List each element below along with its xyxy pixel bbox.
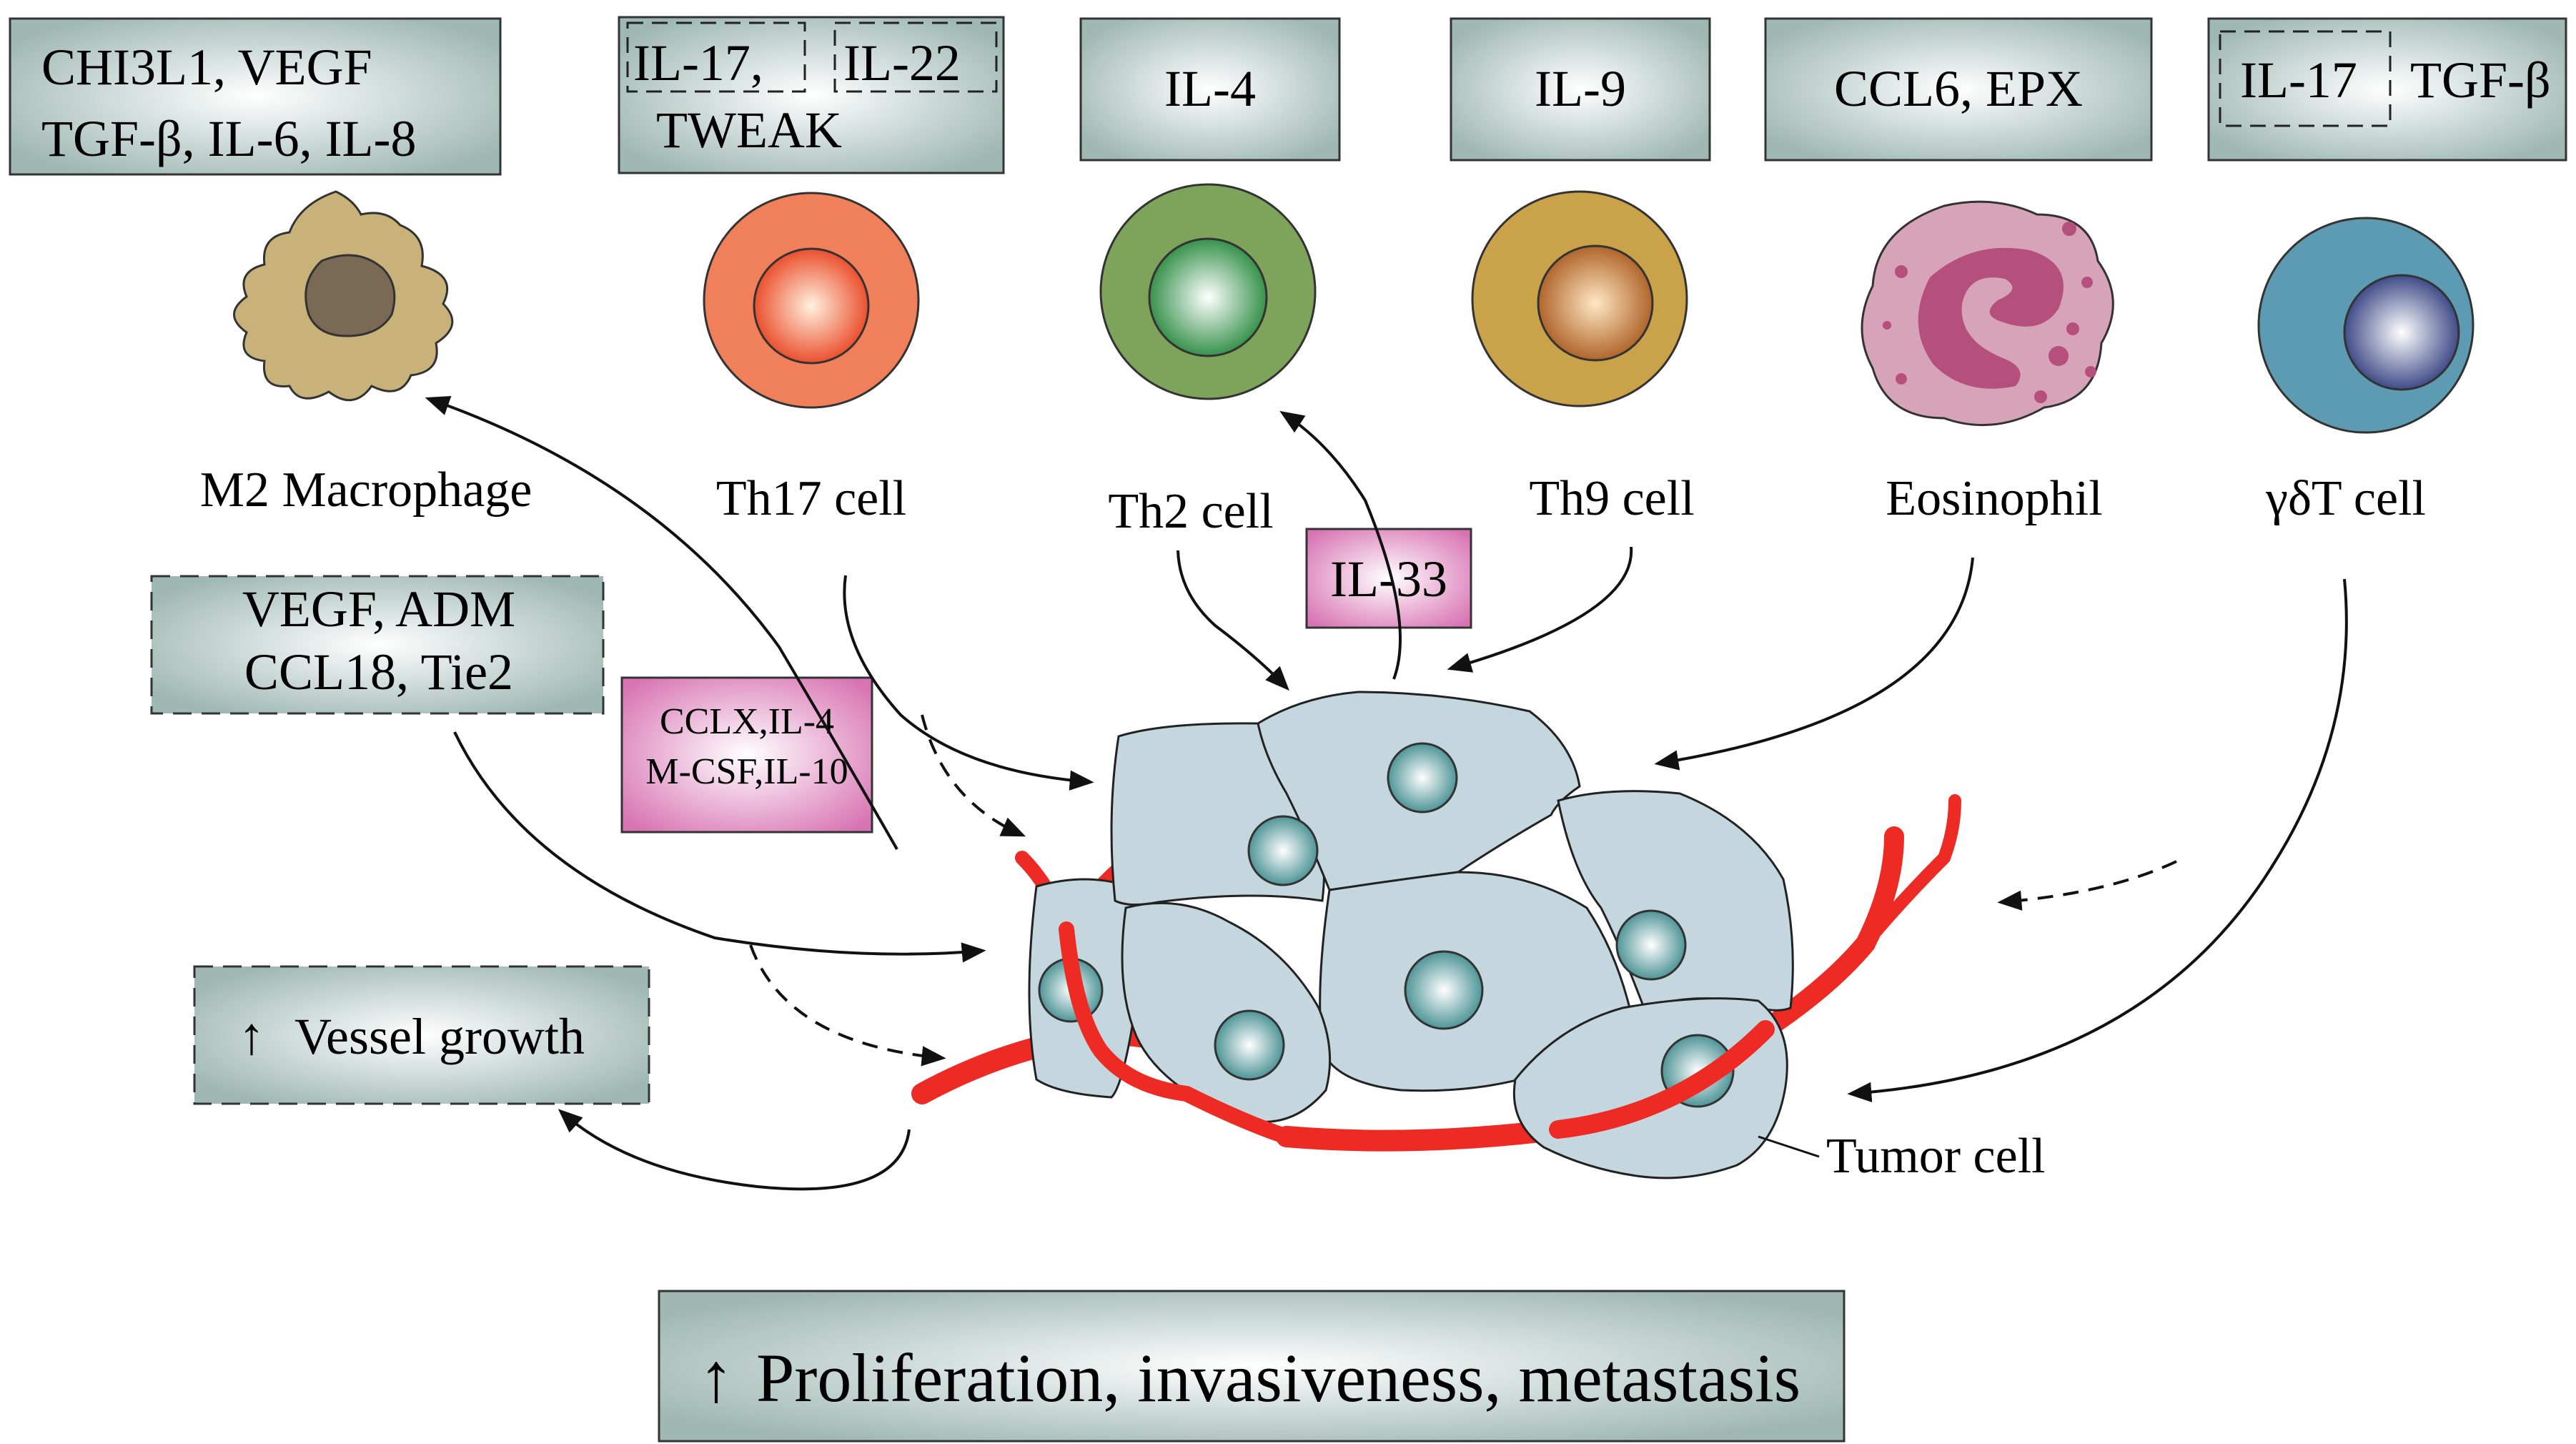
tumor-nucleus <box>1214 1009 1285 1081</box>
th9-cytokine-text: IL-9 <box>1535 60 1626 117</box>
tumor-nucleus <box>1404 950 1484 1030</box>
eosinophil-cytokine-box: CCL6, EPX <box>1764 17 2153 162</box>
tumor-nucleus <box>1387 742 1458 814</box>
m2-angio-line2: CCL18, Tie2 <box>244 643 513 701</box>
m2-macrophage-cell <box>233 190 454 402</box>
vessel-growth-box: ↑ Vessel growth <box>193 965 650 1105</box>
m2-angio-line1: VEGF, ADM <box>242 580 515 638</box>
tumor-nucleus <box>1247 815 1319 886</box>
proliferation-text: Proliferation, invasiveness, metastasis <box>756 1340 1800 1416</box>
il33-box: IL-33 <box>1305 528 1472 629</box>
tumor-cell-pointer <box>1758 1135 1820 1158</box>
eosinophil-cytokine-text: CCL6, EPX <box>1834 60 2083 117</box>
tumor-signal-line1: CCLX,IL-4 <box>660 701 834 742</box>
m2-cytokine-box: CHI3L1, VEGF TGF-β, IL-6, IL-8 <box>9 17 502 176</box>
tumor-signal-box: CCLX,IL-4 M-CSF,IL-10 <box>620 676 873 834</box>
th17-cytokine-box: IL-17, IL-22 TWEAK <box>618 16 1005 174</box>
tumor-cell-label: Tumor cell <box>1826 1129 2046 1184</box>
arrow-eosinophil-to-tumor <box>1654 557 1974 771</box>
tumor-nucleus <box>1615 909 1687 981</box>
eosinophil-label: Eosinophil <box>1886 471 2102 526</box>
th2-cytokine-box: IL-4 <box>1079 17 1341 162</box>
il33-text: IL-33 <box>1330 550 1447 608</box>
th17-cell-label: Th17 cell <box>716 471 906 526</box>
th2-cell <box>1099 183 1317 400</box>
gdt-cytokine-box: IL-17 TGF-β <box>2207 17 2567 162</box>
th9-cell-label: Th9 cell <box>1529 471 1694 526</box>
arrow-m2angio-to-tumor <box>453 731 986 963</box>
th17-cell <box>703 192 920 409</box>
th2-cytokine-text: IL-4 <box>1164 60 1256 117</box>
gdt-cytokine-tgfb: TGF-β <box>2410 51 2551 109</box>
th9-cytokine-box: IL-9 <box>1450 17 1711 162</box>
m2-cytokine-line2: TGF-β, IL-6, IL-8 <box>41 110 417 167</box>
vessel-growth-text: Vessel growth <box>294 1008 585 1065</box>
tumor-signal-line2: M-CSF,IL-10 <box>645 751 848 792</box>
arrow-tumor-to-th2-il33 <box>1279 410 1402 680</box>
arrows <box>425 395 2348 1191</box>
arrow-th17-dashed-to-tumor <box>921 714 1026 837</box>
tumor-cell-bottom-left <box>1121 901 1332 1123</box>
m2-macrophage-label: M2 Macrophage <box>200 463 532 518</box>
vessel-up-arrow: ↑ <box>239 1007 265 1066</box>
th2-cell-label: Th2 cell <box>1108 484 1273 539</box>
arrow-th17-to-tumor <box>843 575 1094 791</box>
gdt-cell-label: γδT cell <box>2265 471 2426 526</box>
arrow-m2angio-dashed-to-vessel <box>749 944 946 1067</box>
arrow-vessel-to-growth <box>558 1109 911 1191</box>
eosinophil-cell <box>1861 200 2114 427</box>
th17-cytokine-il17: IL-17, <box>633 34 763 92</box>
arrow-gdt-to-tumor <box>1847 578 2348 1103</box>
arrow-tumor-to-m2 <box>425 395 898 850</box>
th9-cell <box>1471 190 1688 407</box>
proliferation-up-arrow: ↑ <box>699 1340 734 1417</box>
th17-cytokine-il22: IL-22 <box>843 34 961 92</box>
blood-vessels-front <box>1059 921 1775 1144</box>
arrow-th9-to-tumor <box>1447 546 1633 673</box>
arrow-gdt-dashed-to-vessel <box>1997 860 2177 911</box>
m2-cytokine-line1: CHI3L1, VEGF <box>41 39 372 96</box>
tumor-cell-right <box>1557 790 1794 1012</box>
proliferation-box: ↑ Proliferation, invasiveness, metastasi… <box>658 1290 1846 1443</box>
m2-angiogenic-box: VEGF, ADM CCL18, Tie2 <box>150 575 605 715</box>
tumor-mass <box>911 691 1961 1180</box>
gdt-cell <box>2257 217 2475 434</box>
arrow-th2-to-tumor <box>1176 550 1289 691</box>
th17-cytokine-tweak: TWEAK <box>656 102 842 159</box>
gdt-cytokine-il17: IL-17 <box>2240 51 2357 109</box>
